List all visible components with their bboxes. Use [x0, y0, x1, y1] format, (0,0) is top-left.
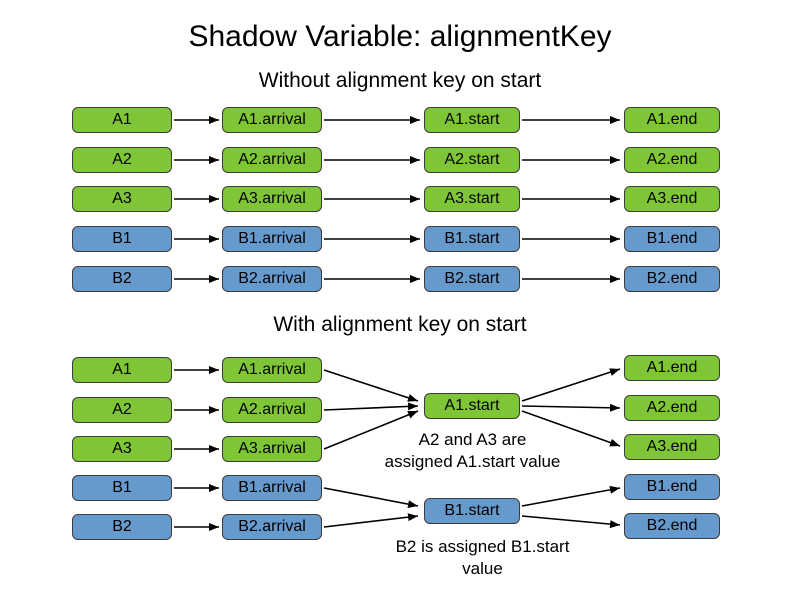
- section-with-subtitle: With alignment key on start: [273, 313, 527, 336]
- s1-a3-arrival-box: A3.arrival: [222, 186, 322, 212]
- note-a-line2: assigned A1.start value: [384, 452, 561, 471]
- arrow-s2-a1start-a3end: [521, 410, 621, 447]
- note-a: A2 and A3 are assigned A1.start value: [340, 429, 605, 473]
- s2-a2-box: A2: [72, 397, 172, 423]
- s1-a2-box: A2: [72, 147, 172, 173]
- section-without-subtitle: Without alignment key on start: [258, 69, 542, 92]
- note-b-line2: value: [462, 559, 503, 578]
- s2-a3-box: A3: [72, 436, 172, 462]
- s2-a2-end-box: A2.end: [624, 395, 720, 421]
- s2-a3-end-box: A3.end: [624, 434, 720, 460]
- s1-a3-box: A3: [72, 186, 172, 212]
- s1-a1-end-box: A1.end: [624, 107, 720, 133]
- arrow-s2-b1start-b2end: [521, 515, 621, 529]
- s1-a1-arrival-box: A1.arrival: [222, 107, 322, 133]
- s1-a2-arrival-box: A2.arrival: [222, 147, 322, 173]
- s1-b1-start-box: B1.start: [424, 226, 520, 252]
- s1-a2-start-box: A2.start: [424, 147, 520, 173]
- s2-a1-start-box: A1.start: [424, 393, 520, 419]
- arrow-s2-a3arrival-a1start: [323, 410, 419, 450]
- arrow-s2-a1start-a1end: [521, 368, 621, 402]
- note-b: B2 is assigned B1.start value: [350, 536, 615, 580]
- s2-b1-start-box: B1.start: [424, 498, 520, 524]
- arrow-s2-b1start-b1end: [521, 485, 621, 507]
- s1-b2-arrival-box: B2.arrival: [222, 266, 322, 292]
- note-b-line1: B2 is assigned B1.start: [395, 537, 570, 556]
- arrow-s2-a1start-a2end: [521, 403, 621, 412]
- s1-a1-box: A1: [72, 107, 172, 133]
- s2-a3-arrival-box: A3.arrival: [222, 436, 322, 462]
- s1-b2-box: B2: [72, 266, 172, 292]
- s2-b1-arrival-box: B1.arrival: [222, 475, 322, 501]
- s1-a2-end-box: A2.end: [624, 147, 720, 173]
- s2-b2-end-box: B2.end: [624, 513, 720, 539]
- s1-b1-box: B1: [72, 226, 172, 252]
- diagram-title: Shadow Variable: alignmentKey: [188, 20, 612, 53]
- s1-a3-start-box: A3.start: [424, 186, 520, 212]
- s2-a1-box: A1: [72, 357, 172, 383]
- s2-b1-end-box: B1.end: [624, 474, 720, 500]
- arrow-s2-b2arrival-b1start: [323, 513, 419, 528]
- s2-a1-end-box: A1.end: [624, 355, 720, 381]
- arrow-s2-b1arrival-b1start: [323, 487, 419, 509]
- s2-a1-arrival-box: A1.arrival: [222, 357, 322, 383]
- s1-b1-arrival-box: B1.arrival: [222, 226, 322, 252]
- arrow-s2-a2arrival-a1start: [323, 402, 419, 411]
- s1-a1-start-box: A1.start: [424, 107, 520, 133]
- s1-b1-end-box: B1.end: [624, 226, 720, 252]
- s1-b2-end-box: B2.end: [624, 266, 720, 292]
- s2-b1-box: B1: [72, 475, 172, 501]
- arrow-s2-a1arrival-a1start: [323, 369, 419, 402]
- s1-a3-end-box: A3.end: [624, 186, 720, 212]
- s2-b2-box: B2: [72, 514, 172, 540]
- note-a-line1: A2 and A3 are: [418, 430, 527, 449]
- s1-b2-start-box: B2.start: [424, 266, 520, 292]
- s2-a2-arrival-box: A2.arrival: [222, 397, 322, 423]
- s2-b2-arrival-box: B2.arrival: [222, 514, 322, 540]
